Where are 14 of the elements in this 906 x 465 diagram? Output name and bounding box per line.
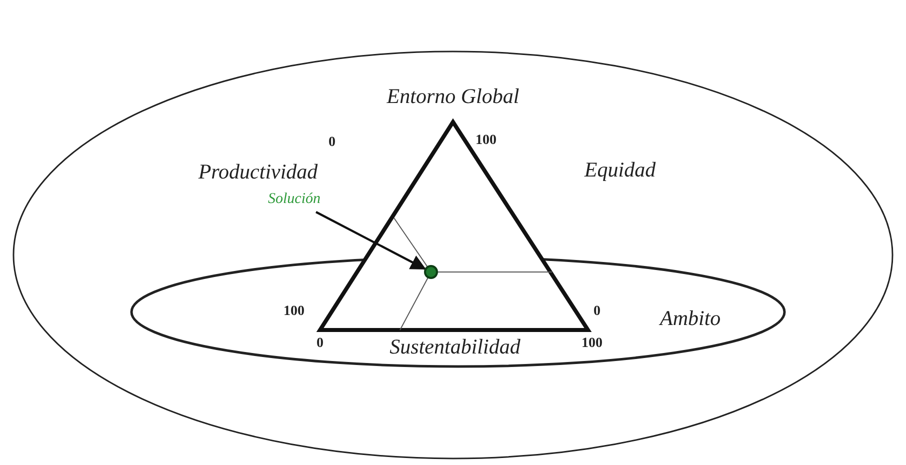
axis-title: Sustentabilidad [390, 336, 520, 358]
tick-label: 0 [328, 136, 336, 150]
arrow [316, 211, 426, 270]
tick-label: 100 [284, 305, 304, 319]
tick-label: 100 [476, 134, 496, 148]
axis-title: Productividad [198, 162, 318, 182]
outer-ellipse [12, 50, 894, 460]
axis-title: Equidad [584, 160, 656, 180]
region-label: Ambito [660, 308, 721, 329]
region-label: Entorno Global [386, 86, 520, 107]
tick-label: 100 [582, 337, 602, 351]
solution-label: Solución [268, 192, 320, 207]
tick-label: 0 [316, 337, 324, 351]
tick-label: 0 [594, 305, 600, 319]
